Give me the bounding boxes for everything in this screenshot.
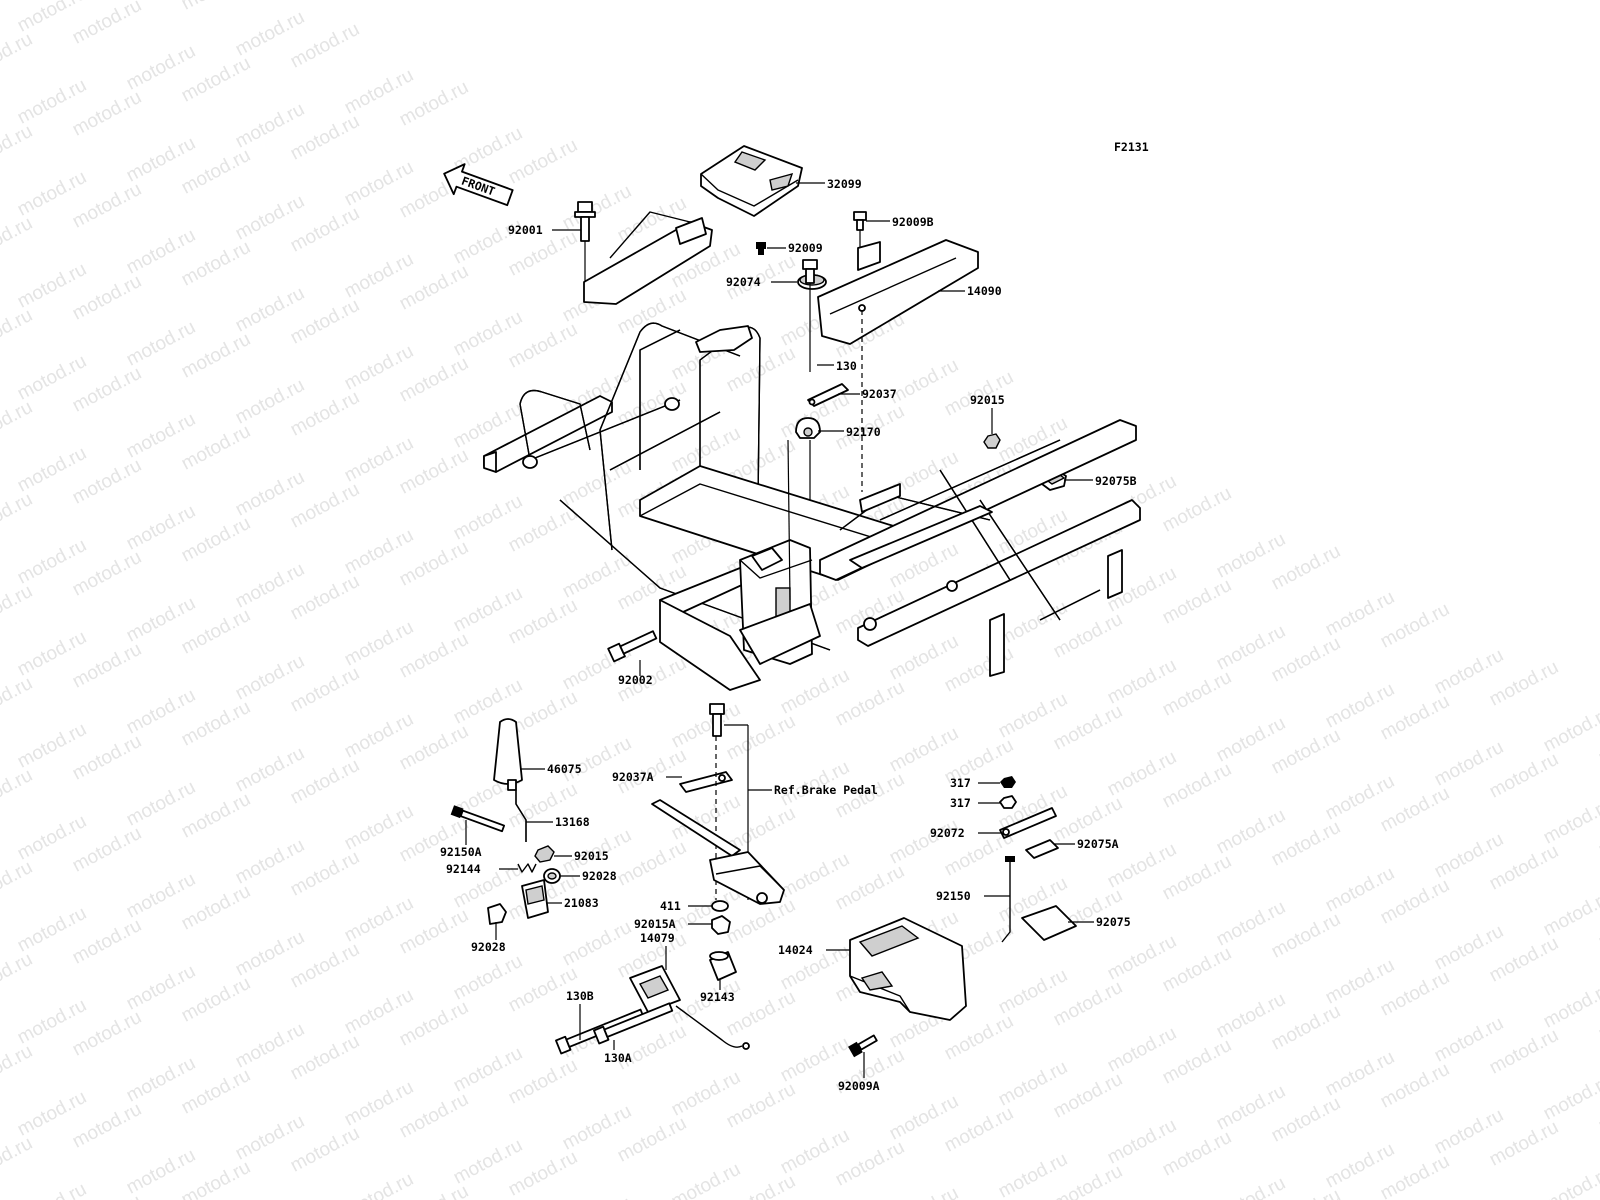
- part-92009a-bolt: [848, 1034, 878, 1058]
- part-92143-collar: [709, 951, 737, 981]
- label-21083: 21083: [564, 896, 599, 910]
- part-92015-nut: [983, 433, 1001, 449]
- part-92002-bolt: [607, 630, 658, 663]
- label-92037: 92037: [862, 387, 897, 401]
- part-92170-clamp: [795, 417, 821, 439]
- label-317-b: 317: [950, 796, 971, 810]
- part-130b-bolt: [555, 1008, 645, 1055]
- label-130a: 130A: [604, 1051, 632, 1065]
- label-92028-a: 92028: [582, 869, 617, 883]
- label-92075a: 92075A: [1077, 837, 1119, 851]
- part-46075-knob: [493, 718, 523, 791]
- label-317-a: 317: [950, 776, 971, 790]
- part-92144-spring: [517, 863, 537, 873]
- label-92001: 92001: [508, 223, 543, 237]
- part-92037a-plate: [679, 771, 733, 793]
- part-14024-cover: [849, 917, 967, 1021]
- label-46075: 46075: [547, 762, 582, 776]
- part-13168-rod: [515, 790, 527, 842]
- label-92074: 92074: [726, 275, 761, 289]
- label-92002: 92002: [618, 673, 653, 687]
- label-92170: 92170: [846, 425, 881, 439]
- part-92009b-bolt: [853, 211, 867, 231]
- label-92144: 92144: [446, 862, 481, 876]
- part-21083-switch: [521, 879, 549, 919]
- label-92150: 92150: [936, 889, 971, 903]
- label-92143: 92143: [700, 990, 735, 1004]
- label-92072: 92072: [930, 826, 965, 840]
- part-92150-rod: [1001, 856, 1015, 943]
- part-14090-panel: [817, 239, 979, 345]
- label-130: 130: [836, 359, 857, 373]
- part-brake-bolt: [709, 703, 725, 737]
- figure-code: F2131: [1114, 140, 1149, 154]
- part-92075a-pad: [1025, 839, 1059, 859]
- part-411-washer: [711, 900, 729, 912]
- label-92015-bottom: 92015: [574, 849, 609, 863]
- label-14079: 14079: [640, 931, 675, 945]
- label-130b: 130B: [566, 989, 594, 1003]
- part-32099-cover: [700, 145, 803, 217]
- label-92015-top: 92015: [970, 393, 1005, 407]
- part-92028-collar-lower: [487, 903, 507, 925]
- part-92037-plate: [807, 383, 849, 407]
- label-14024: 14024: [778, 943, 813, 957]
- part-92072-strip: [999, 807, 1057, 839]
- label-411: 411: [660, 899, 681, 913]
- label-92009: 92009: [788, 241, 823, 255]
- label-13168: 13168: [555, 815, 590, 829]
- front-arrow: FRONT: [443, 163, 514, 207]
- main-frame: [483, 322, 1141, 691]
- part-92001-bolt: [574, 201, 596, 242]
- part-92075-pad: [1021, 905, 1077, 941]
- label-92015a: 92015A: [634, 917, 676, 931]
- label-ref-brake-pedal: Ref.Brake Pedal: [774, 783, 878, 797]
- label-92075b: 92075B: [1095, 474, 1137, 488]
- label-92028-b: 92028: [471, 940, 506, 954]
- label-92075: 92075: [1096, 915, 1131, 929]
- part-14079-bracket: [629, 965, 750, 1050]
- label-92009b: 92009B: [892, 215, 934, 229]
- frame-bracket: [583, 211, 713, 305]
- part-92028-collar: [543, 868, 561, 884]
- label-14090: 14090: [967, 284, 1002, 298]
- part-92015-nut-lower: [534, 845, 555, 863]
- label-32099: 32099: [827, 177, 862, 191]
- part-92150a-bolt: [450, 805, 506, 833]
- label-92009a: 92009A: [838, 1079, 880, 1093]
- label-92150a: 92150A: [440, 845, 482, 859]
- part-92009-bolt: [756, 242, 766, 255]
- part-parking-lever: [651, 799, 785, 905]
- part-317-nut: [1000, 776, 1016, 788]
- part-92015a-nut: [711, 915, 731, 935]
- label-92037a: 92037A: [612, 770, 654, 784]
- part-317-nut-lower: [999, 795, 1017, 809]
- part-130a-bolt: [593, 1002, 674, 1045]
